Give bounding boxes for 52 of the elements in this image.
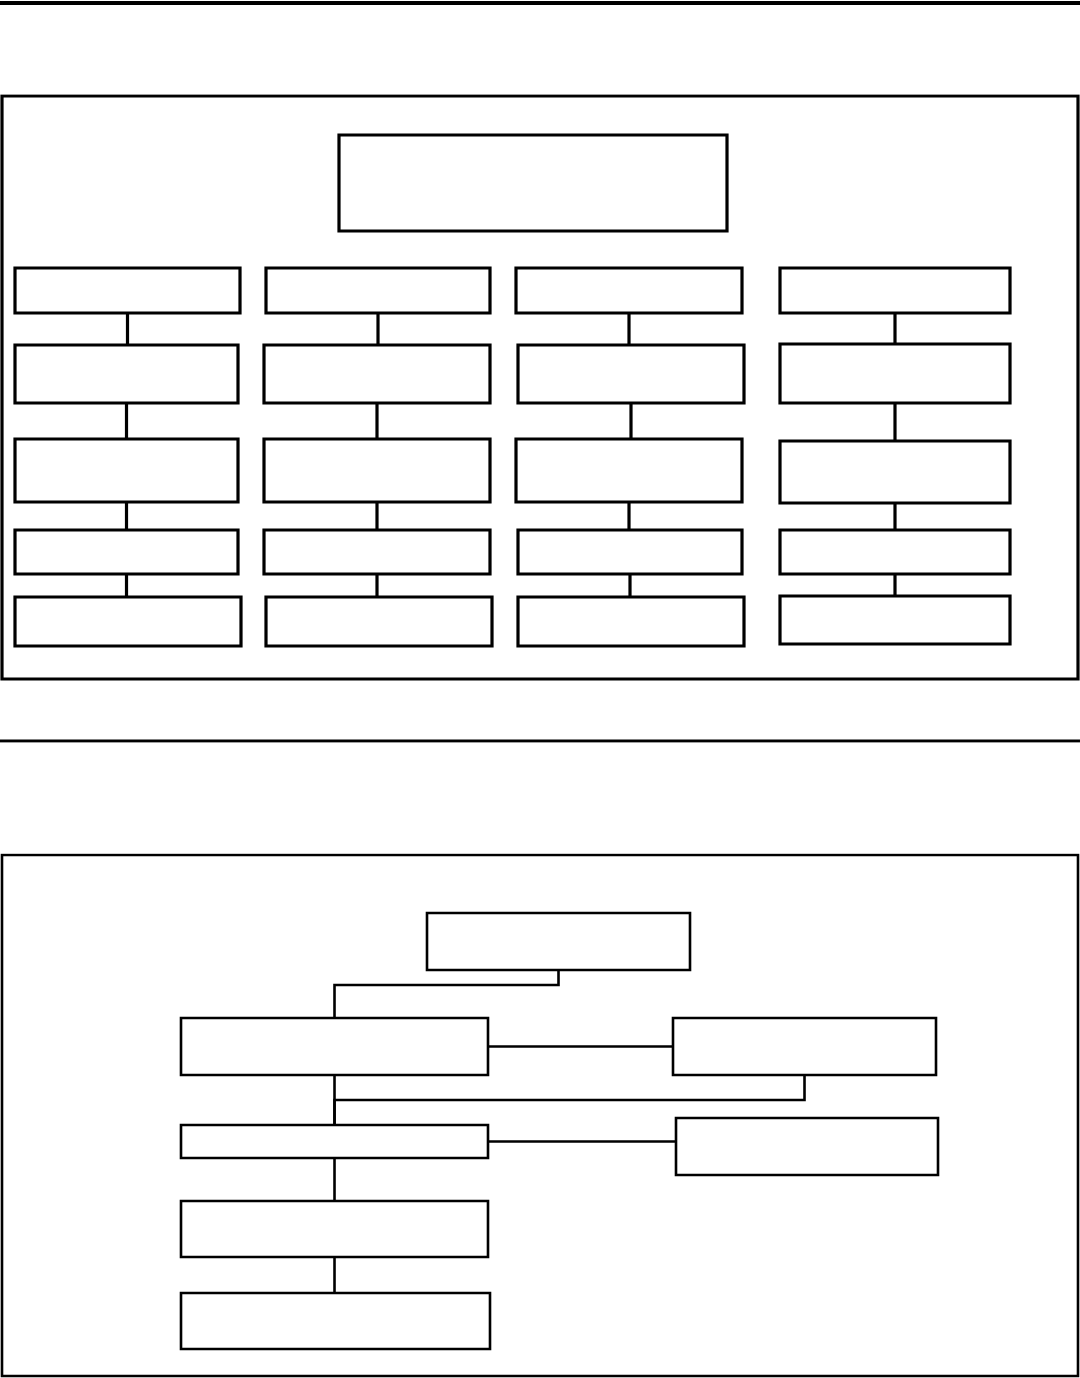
connector-line — [893, 574, 897, 596]
connector-line — [333, 970, 560, 1018]
empty-box — [778, 439, 1012, 505]
connector-line — [333, 1075, 806, 1125]
empty-box — [13, 437, 240, 504]
connector-line — [893, 313, 897, 344]
empty-box — [514, 437, 744, 504]
connector-line — [375, 403, 379, 439]
empty-box — [778, 594, 1012, 646]
empty-box — [778, 528, 1012, 576]
empty-box — [179, 1123, 490, 1160]
connector-line — [488, 1045, 673, 1048]
empty-box — [425, 911, 692, 972]
empty-box — [262, 437, 492, 504]
connector-line — [488, 1140, 676, 1143]
connector-line — [333, 1158, 336, 1201]
empty-box — [674, 1116, 940, 1177]
panel-frame — [0, 94, 1080, 681]
empty-box — [262, 343, 492, 405]
connector-line — [629, 403, 633, 439]
empty-box — [337, 133, 729, 233]
connector-line — [893, 403, 897, 441]
connector-line — [124, 502, 129, 530]
empty-box — [179, 1016, 490, 1077]
empty-box — [778, 266, 1012, 315]
empty-box — [516, 528, 744, 576]
empty-box — [264, 595, 494, 648]
empty-box — [179, 1291, 492, 1351]
connector-line — [124, 403, 129, 439]
empty-box — [13, 528, 240, 576]
connector-line — [125, 313, 130, 345]
empty-box — [516, 343, 746, 405]
empty-box — [179, 1199, 490, 1259]
empty-box — [671, 1016, 938, 1077]
connector-line — [124, 574, 129, 597]
empty-box — [13, 343, 240, 405]
connector-line — [627, 313, 631, 345]
connector-line — [628, 574, 632, 597]
connector-line — [375, 502, 379, 530]
connector-line — [627, 502, 631, 530]
panel-frame — [0, 853, 1080, 1378]
empty-box — [13, 595, 243, 648]
connector-line — [893, 503, 897, 530]
empty-box — [514, 266, 744, 315]
connector-line — [333, 1257, 336, 1293]
empty-box — [778, 342, 1012, 405]
empty-box — [516, 595, 746, 648]
empty-box — [13, 266, 242, 315]
empty-box — [262, 528, 492, 576]
connector-line — [375, 574, 379, 597]
empty-box — [264, 266, 492, 315]
connector-line — [376, 313, 380, 345]
